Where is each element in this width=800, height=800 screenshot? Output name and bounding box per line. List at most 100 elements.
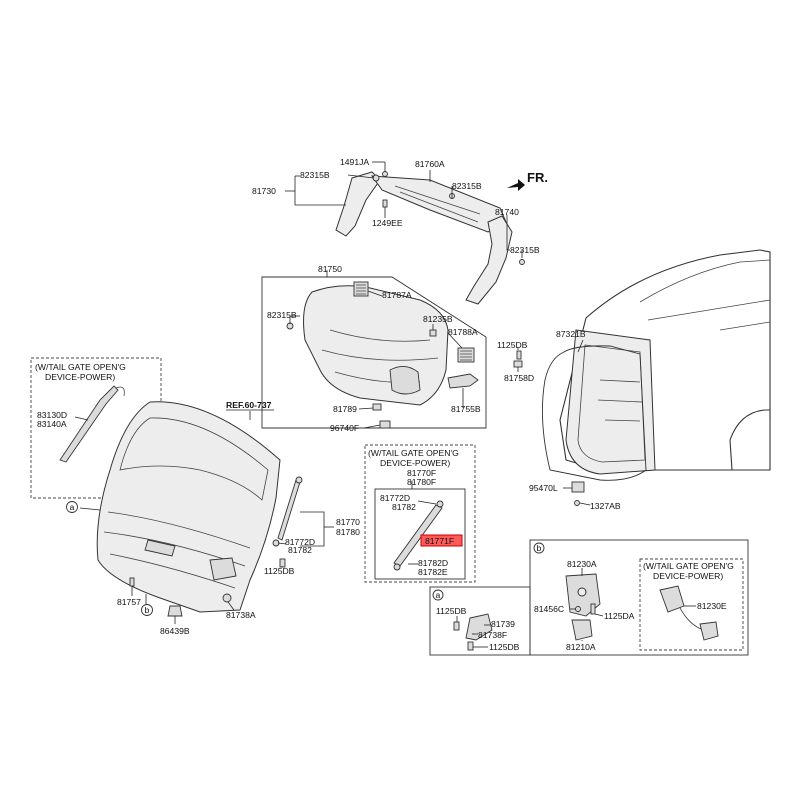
tailgate-opening <box>565 329 656 475</box>
front-arrow-icon <box>507 179 525 191</box>
part-label-82315b: 82315B <box>267 310 297 320</box>
clip-81235b <box>429 329 437 337</box>
part-label-1125db: 1125DB <box>436 606 467 616</box>
leader <box>367 290 383 297</box>
part-label-81235b: 81235B <box>423 314 453 324</box>
part-label-81770f: 81770F <box>407 468 436 478</box>
part-label-81771f[interactable]: 81771F <box>425 536 454 546</box>
pull-handle-81755b <box>447 373 479 389</box>
bolt-1125da <box>590 603 596 615</box>
inner-box <box>374 488 466 580</box>
upper-trim-group <box>285 161 525 305</box>
part-label-81758d: 81758D <box>504 373 534 383</box>
note-power-device-1b: DEVICE-POWER) <box>45 372 115 382</box>
latch-hole <box>577 587 587 597</box>
part-label-81757: 81757 <box>117 597 141 607</box>
part-label-1491ja: 1491JA <box>340 157 369 167</box>
note-power-device-2b: DEVICE-POWER) <box>380 458 450 468</box>
part-label-81782e: 81782E <box>418 567 448 577</box>
part-label-81739: 81739 <box>491 619 515 629</box>
highlighted-part-81771f[interactable]: 81771F <box>420 534 463 547</box>
spindle-ball-lower <box>393 563 401 571</box>
note-power-device-2: (W/TAIL GATE OPEN'G <box>368 448 459 458</box>
leader <box>577 339 584 353</box>
stay-ball-upper <box>295 476 303 484</box>
dashed-box <box>639 558 744 651</box>
detail-box-a: a <box>429 586 531 656</box>
screw-1125db <box>516 350 522 360</box>
speaker-grille-81787a <box>353 281 369 297</box>
upper-trim-detail <box>394 185 481 223</box>
part-label-86439b: 86439B <box>160 626 190 636</box>
part-label-81738a: 81738A <box>226 610 256 620</box>
inner-panel-frame <box>261 276 487 429</box>
callout-b-1: b <box>141 604 153 616</box>
leader <box>227 601 235 611</box>
grille-lines <box>460 350 472 361</box>
cargo-area-lines <box>577 344 646 463</box>
leader <box>79 507 101 511</box>
striker-95470l <box>571 481 585 493</box>
note-power-device-3b: DEVICE-POWER) <box>653 571 723 581</box>
cover-81789 <box>372 403 382 411</box>
part-label-96740f: 96740F <box>330 423 359 433</box>
part-label-81230a: 81230A <box>567 559 597 569</box>
leader <box>74 416 89 421</box>
part-label-82315b: 82315B <box>452 181 482 191</box>
leader <box>506 215 510 251</box>
note-power-device-3: (W/TAIL GATE OPEN'G <box>643 561 734 571</box>
part-label-83130d: 83130D <box>37 410 67 420</box>
callout-letter: b <box>145 605 150 615</box>
pinch-strip-83130d <box>59 385 119 463</box>
part-label-81230e: 81230E <box>697 601 727 611</box>
cap-86439b <box>167 605 183 617</box>
pinch-strip-wire <box>115 386 125 397</box>
bumper-96740f <box>379 420 391 429</box>
weatherstrip-87321b <box>541 345 647 481</box>
leader <box>347 174 375 179</box>
highlight-box[interactable] <box>420 534 463 547</box>
callout-circle <box>141 604 153 616</box>
bolt-1125db-stay <box>279 558 286 568</box>
note-power-device-1: (W/TAIL GATE OPEN'G <box>35 362 126 372</box>
leader <box>579 502 591 506</box>
bolt-1327ab <box>574 500 580 506</box>
part-label-81770: 81770 <box>336 517 360 527</box>
part-label-87321b: 87321B <box>556 329 586 339</box>
part-label-81787a: 81787A <box>382 290 412 300</box>
part-label-81782: 81782 <box>392 502 416 512</box>
tailgate-group <box>79 401 334 624</box>
bumper-81738a <box>222 593 232 603</box>
license-recess <box>144 539 176 557</box>
tailgate-window-opening <box>119 417 269 501</box>
bolt-1125db-b <box>467 641 474 651</box>
actuator-81210a <box>571 619 593 641</box>
inner-trim-handle-recess <box>389 366 421 395</box>
part-label-81210a: 81210A <box>566 642 596 652</box>
part-label-82315b: 82315B <box>300 170 330 180</box>
rear-wheel <box>729 409 771 471</box>
part-label-81760a: 81760A <box>415 159 445 169</box>
callout-circle <box>432 589 444 601</box>
detail-frame <box>529 539 749 656</box>
part-label-1249ee: 1249EE <box>372 218 403 228</box>
leader-bracket <box>294 176 346 206</box>
clip-1491ja <box>382 171 388 177</box>
leader <box>417 500 437 505</box>
leader <box>363 424 381 429</box>
leader <box>594 613 604 617</box>
vehicle-rear-illustration <box>541 249 771 506</box>
callout-circle <box>66 501 78 513</box>
part-label-81789: 81789 <box>333 404 357 414</box>
part-label-82315b: 82315B <box>510 245 540 255</box>
part-label-81780f: 81780F <box>407 477 436 487</box>
ref-label: REF.60-737 <box>226 400 272 410</box>
speaker-grille-81788a <box>457 347 475 363</box>
part-label-81730: 81730 <box>252 186 276 196</box>
part-label-81780: 81780 <box>336 527 360 537</box>
callout-letter: a <box>436 590 441 600</box>
screw-81757 <box>129 577 135 587</box>
part-label-81772d: 81772D <box>380 493 410 503</box>
part-label-81788a: 81788A <box>448 327 478 337</box>
